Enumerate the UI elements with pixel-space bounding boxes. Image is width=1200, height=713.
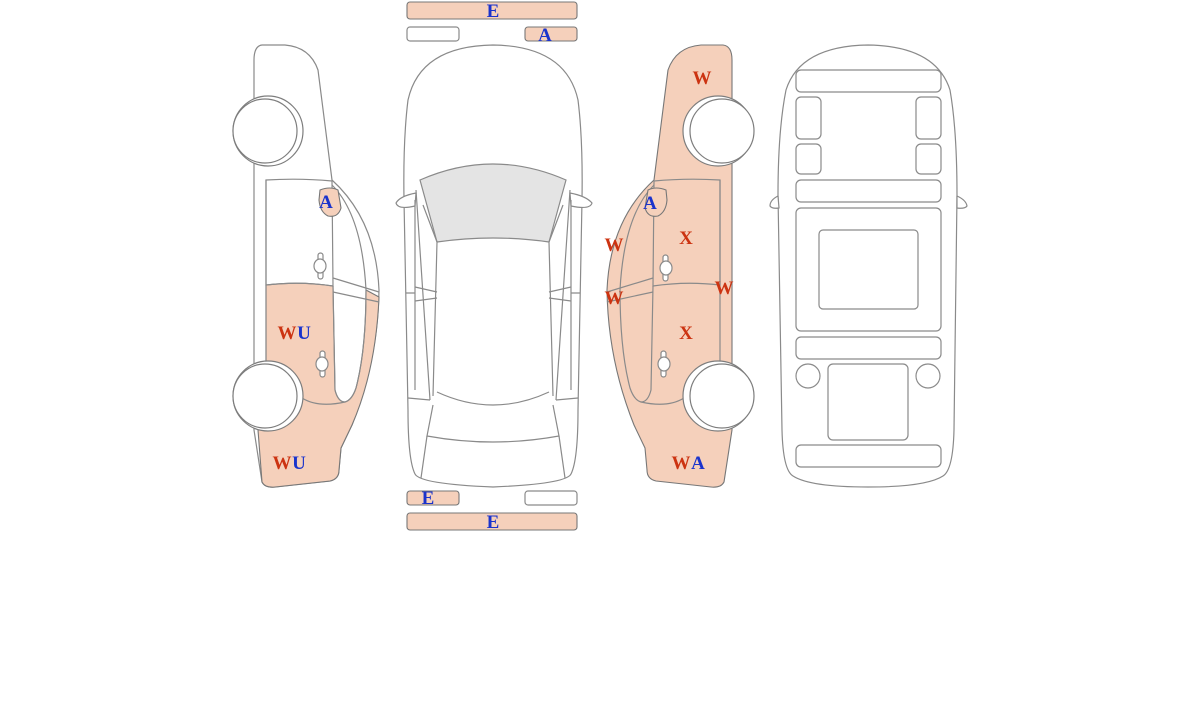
left-rear-door-code-1: W bbox=[278, 323, 297, 344]
left-rocker-curve bbox=[301, 397, 346, 405]
interior-view bbox=[769, 44, 968, 488]
top-right-side-windows bbox=[548, 189, 572, 401]
front-right-corner[interactable] bbox=[524, 26, 578, 42]
right-pillar-lines bbox=[606, 277, 654, 303]
top-left-mirror[interactable] bbox=[395, 192, 417, 209]
left-front-door-handle[interactable] bbox=[313, 252, 327, 280]
top-trunk-lines bbox=[420, 435, 566, 479]
right-door-window-frame bbox=[619, 184, 655, 403]
left-side-view: A W U W U bbox=[232, 44, 380, 488]
front-left-corner[interactable] bbox=[406, 26, 460, 42]
rear-bumper-group[interactable]: E E bbox=[406, 488, 578, 533]
top-side-creases bbox=[406, 292, 580, 401]
top-view-body-outline[interactable] bbox=[403, 44, 583, 488]
interior-left-mirror[interactable] bbox=[769, 195, 780, 209]
right-front-fender-code: W bbox=[693, 68, 712, 89]
front-right-corner-code: A bbox=[538, 25, 552, 46]
rear-left-corner[interactable] bbox=[406, 490, 460, 506]
left-rear-wheel[interactable] bbox=[232, 363, 298, 429]
rear-left-corner-code: E bbox=[422, 488, 435, 509]
interior-right-front-cushion[interactable] bbox=[915, 143, 942, 175]
left-mirror[interactable] bbox=[318, 187, 342, 217]
interior-rear-seat-bar[interactable] bbox=[795, 336, 942, 360]
top-rear-window bbox=[426, 404, 560, 443]
rear-right-corner[interactable] bbox=[524, 490, 578, 506]
interior-right-rear-circle[interactable] bbox=[915, 363, 941, 389]
top-left-side-windows bbox=[414, 189, 438, 401]
top-right-mirror[interactable] bbox=[569, 192, 593, 209]
front-bumper-bar[interactable] bbox=[406, 1, 578, 20]
right-rocker-code: W bbox=[605, 288, 624, 309]
interior-center-panel[interactable] bbox=[818, 229, 919, 310]
left-rear-door-handle[interactable] bbox=[315, 350, 329, 378]
interior-front-seat-bar[interactable] bbox=[795, 179, 942, 203]
right-rear-quarter-code-2: A bbox=[691, 453, 705, 474]
top-roof-rear-edge bbox=[436, 391, 550, 406]
front-bumper-group[interactable]: E A bbox=[406, 1, 578, 46]
left-door-window-frame bbox=[331, 184, 367, 403]
rear-bumper-code: E bbox=[487, 512, 500, 533]
right-front-door-code: X bbox=[679, 228, 693, 249]
left-rear-quarter-code-2: U bbox=[292, 453, 306, 474]
front-bumper-code: E bbox=[487, 1, 500, 22]
top-left-pillar bbox=[414, 286, 438, 302]
top-right-pillar bbox=[548, 286, 572, 302]
left-pillar-lines bbox=[332, 277, 380, 303]
right-front-wheel[interactable] bbox=[689, 98, 755, 164]
right-rocker-curve bbox=[640, 397, 685, 405]
left-front-wheel[interactable] bbox=[232, 98, 298, 164]
left-mirror-code: A bbox=[319, 192, 333, 213]
right-mirror[interactable] bbox=[644, 187, 668, 217]
interior-left-rear-circle[interactable] bbox=[795, 363, 821, 389]
top-view bbox=[395, 44, 593, 488]
interior-left-front-cushion[interactable] bbox=[795, 143, 822, 175]
interior-left-front-seat[interactable] bbox=[795, 96, 822, 140]
interior-trunk-panel[interactable] bbox=[827, 363, 909, 441]
right-side-view: A W W W X W X W A bbox=[605, 44, 755, 488]
right-rear-door-code: X bbox=[679, 323, 693, 344]
right-mirror-code: A bbox=[643, 193, 657, 214]
interior-rear-bar[interactable] bbox=[795, 444, 942, 468]
windshield[interactable] bbox=[419, 163, 567, 243]
right-front-door-handle[interactable] bbox=[659, 254, 673, 282]
right-b-pillar-code: W bbox=[715, 278, 734, 299]
rear-bumper-bar[interactable] bbox=[406, 512, 578, 531]
right-rear-door-handle[interactable] bbox=[657, 350, 671, 378]
right-rear-quarter-code-1: W bbox=[672, 453, 691, 474]
left-rear-door-code-2: U bbox=[297, 323, 311, 344]
interior-right-front-seat[interactable] bbox=[915, 96, 942, 140]
interior-right-mirror[interactable] bbox=[956, 195, 968, 209]
interior-dashboard[interactable] bbox=[795, 69, 942, 93]
right-a-pillar-code: W bbox=[605, 235, 624, 256]
left-rear-quarter-code-1: W bbox=[273, 453, 292, 474]
right-rear-wheel[interactable] bbox=[689, 363, 755, 429]
